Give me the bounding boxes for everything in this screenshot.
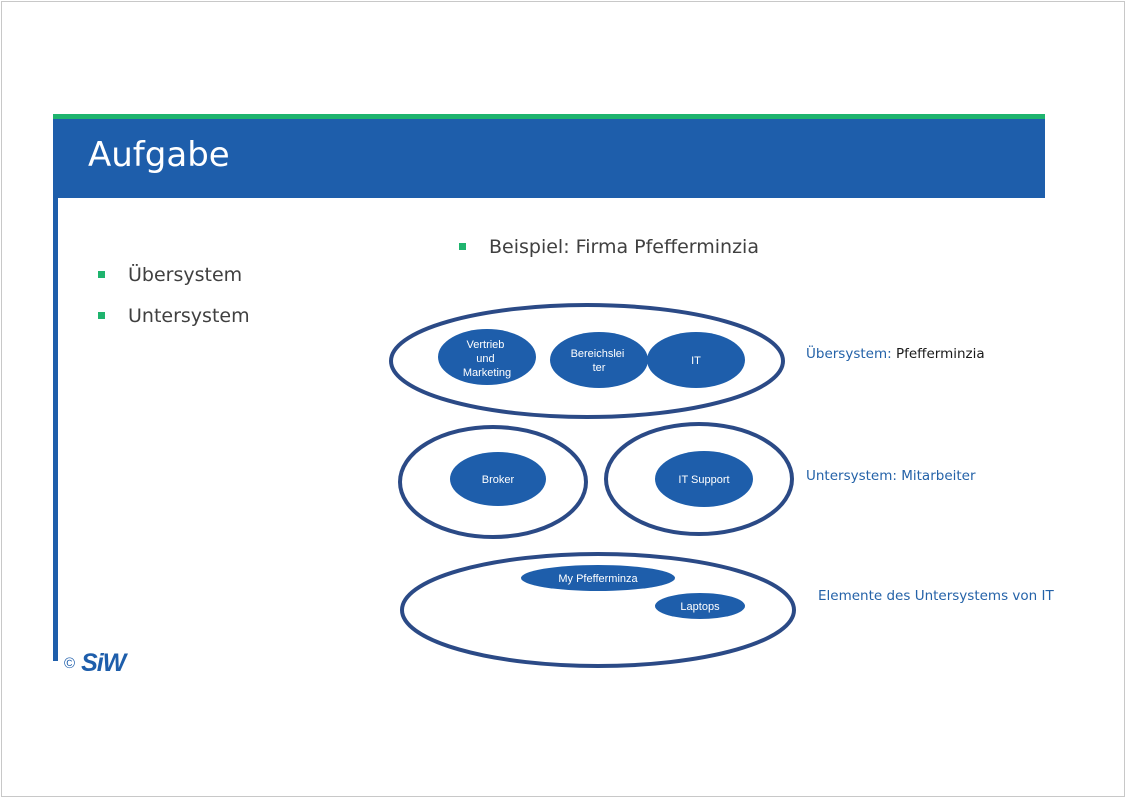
bullet-marker [459, 243, 466, 250]
uebersystem-label: Übersystem: Pfefferminzia [806, 344, 985, 362]
node-laptops-label: Laptops [680, 601, 720, 613]
header-bar [53, 119, 1045, 198]
bullet-untersystem: Untersystem [98, 304, 250, 328]
untersystem-it-ellipse [604, 422, 794, 536]
untersystem-label: Untersystem: Mitarbeiter [806, 468, 976, 484]
node-vertrieb-marketing-label: Vertrieb und Marketing [463, 339, 511, 379]
node-broker-label: Broker [482, 474, 515, 486]
node-bereichsleiter-label: Bereichslei ter [571, 348, 628, 374]
bullet-text: Untersystem [128, 305, 250, 327]
node-vertrieb-marketing [438, 329, 536, 385]
node-it-support [655, 451, 753, 507]
header-accent-line [53, 114, 1045, 119]
node-bereichsleiter [550, 332, 648, 388]
slide-title: Aufgabe [88, 135, 230, 175]
node-it [647, 332, 745, 388]
copyright-symbol: © [64, 654, 76, 672]
bullet-text: Übersystem [128, 264, 243, 286]
node-my-pfefferminza [521, 565, 675, 591]
node-my-pfefferminza-label: My Pfefferminza [558, 573, 638, 585]
bullet-uebersystem: Übersystem [98, 263, 243, 287]
bullet-marker [98, 312, 105, 319]
elemente-label: Elemente des Untersystems von IT [818, 588, 1054, 604]
bullet-beispiel: Beispiel: Firma Pfefferminzia [459, 235, 759, 259]
uebersystem-ellipse [389, 303, 785, 419]
siw-logo: © SiW [64, 648, 126, 678]
bullet-marker [98, 271, 105, 278]
left-accent-line [53, 198, 58, 661]
node-it-label: IT [691, 355, 701, 367]
siw-logo-text: SiW [81, 648, 126, 677]
node-laptops [655, 593, 745, 619]
node-it-support-label: IT Support [678, 474, 729, 486]
untersystem-broker-ellipse [398, 425, 588, 539]
bullet-text: Beispiel: Firma Pfefferminzia [489, 236, 759, 258]
elemente-ellipse [400, 552, 796, 668]
node-broker [450, 452, 546, 506]
